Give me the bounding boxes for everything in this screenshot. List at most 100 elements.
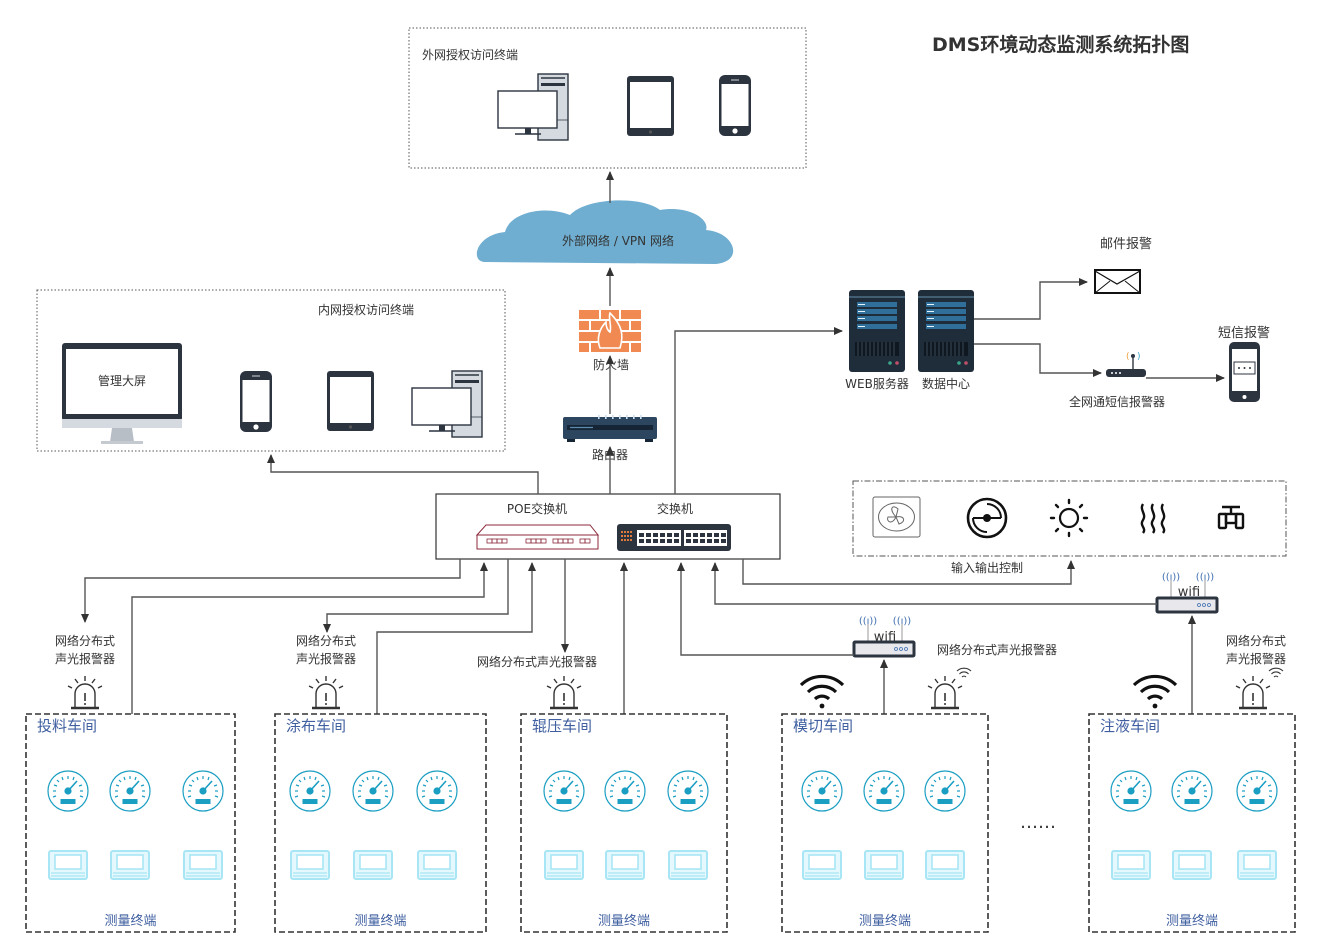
gauge-icon (924, 770, 966, 812)
measurement-terminal-icon (544, 850, 584, 880)
servers-group: WEB服务器 数据中心 (845, 289, 975, 391)
datacenter-label: 数据中心 (922, 376, 970, 391)
measurement-terminal-icon (925, 850, 965, 880)
io-control-label: 输入输出控制 (951, 560, 1023, 575)
alarm-light-icon (66, 674, 104, 710)
workshop-title: 模切车间 (793, 717, 853, 735)
alarm-light-icon (307, 674, 345, 710)
gauge-icon (801, 770, 843, 812)
alarm-label-line2: 声光报警器 (296, 651, 356, 666)
web-server-icon (848, 289, 906, 373)
cloud-icon (476, 200, 734, 264)
wire-switch-to-internal (267, 454, 539, 494)
workshop-footer: 测量终端 (354, 913, 406, 929)
cloud-label: 外部网络 / VPN 网络 (562, 233, 674, 248)
gauge-icon (1110, 770, 1152, 812)
alarm-label-line1: 网络分布式 (1226, 633, 1286, 648)
wire-server-to-email (974, 278, 1088, 320)
wifi-label: wifi (1178, 585, 1200, 600)
alarm-label-line1: 网络分布式 (55, 633, 115, 648)
alerts-group: 邮件报警 短信报警 ( ) 全网通短信报警器 (1069, 236, 1270, 409)
gauge-icon (289, 770, 331, 812)
router-icon (563, 415, 657, 442)
fan-icon (872, 496, 921, 538)
svg-text:(: ( (1126, 352, 1130, 362)
workshop-footer: 测量终端 (859, 913, 911, 929)
gauge-icon (1171, 770, 1213, 812)
sms-gateway-icon: ( ) (1106, 352, 1146, 377)
external-terminals-group: 外网授权访问终端 (408, 27, 807, 169)
workshop-footer: 测量终端 (104, 913, 156, 929)
alarm-3: 网络分布式声光报警器 (477, 654, 597, 710)
measurement-terminal-icon (290, 850, 330, 880)
smartphone-icon (239, 370, 273, 433)
workshop-box (781, 713, 989, 933)
desktop-pc-icon (497, 73, 569, 141)
connections (81, 171, 1225, 714)
workshop-title: 投料车间 (37, 717, 97, 735)
wifi-ap-1: wifi (1155, 570, 1219, 614)
wire-switch-to-server (674, 327, 843, 494)
diagram-title: DMS环境动态监测系统拓扑图 (932, 33, 1189, 56)
svg-text:): ) (1137, 352, 1141, 362)
sms-phone-icon (1229, 342, 1260, 402)
wire-server-to-sms-gateway (974, 343, 1102, 377)
measurement-terminal-icon (864, 850, 904, 880)
alarm-4: 网络分布式声光报警器 (799, 642, 1057, 711)
measurement-terminal-icon (605, 850, 645, 880)
gauge-icon (1236, 770, 1278, 812)
alarm-label-line2: 声光报警器 (1226, 651, 1286, 666)
tablet-icon (627, 76, 674, 136)
io-control-group: 输入输出控制 (852, 480, 1287, 575)
workshop-box (1088, 713, 1296, 933)
measurement-terminal-icon (183, 850, 223, 880)
wifi-label: wifi (874, 630, 896, 645)
wifi-small-icon (1268, 667, 1284, 678)
cloud-network: 外部网络 / VPN 网络 (476, 200, 734, 264)
gauge-icon (604, 770, 646, 812)
gauge-icon (863, 770, 905, 812)
alarm-label-line1: 网络分布式 (296, 633, 356, 648)
poe-switch-label: POE交换机 (507, 501, 567, 516)
wire-switch-to-alarm-1 (81, 559, 461, 623)
tablet-icon (327, 371, 374, 431)
firewall-icon (579, 310, 641, 352)
firewall-label: 防火墙 (593, 357, 629, 372)
pump-valve-icon (1217, 505, 1245, 530)
workshop-box (25, 713, 236, 933)
workshop-footer: 测量终端 (1166, 913, 1218, 929)
sms-gateway-label: 全网通短信报警器 (1069, 394, 1165, 409)
workshop-title: 涂布车间 (286, 717, 346, 735)
wifi-icon (1132, 674, 1178, 711)
alarm-light-icon (1234, 674, 1272, 710)
datacenter-server-icon (917, 289, 975, 373)
workshop-box (274, 713, 487, 933)
smartphone-icon (718, 74, 752, 137)
alarm-label: 网络分布式声光报警器 (937, 642, 1057, 657)
firewall: 防火墙 (579, 310, 641, 372)
internal-terminals-group: 内网授权访问终端 管理大屏 (36, 289, 506, 452)
sms-alert-label: 短信报警 (1218, 325, 1270, 341)
poe-switch-icon (475, 524, 600, 550)
switch-label: 交换机 (657, 501, 693, 516)
gauge-icon (416, 770, 458, 812)
big-screen-label: 管理大屏 (98, 373, 146, 388)
gauge-icon (352, 770, 394, 812)
heater-icon (1140, 503, 1166, 534)
internal-terminals-box (36, 289, 506, 452)
web-server-label: WEB服务器 (845, 376, 909, 391)
email-alert-label: 邮件报警 (1100, 236, 1152, 252)
workshop-box (520, 713, 728, 933)
measurement-terminal-icon (802, 850, 842, 880)
io-control-box (852, 480, 1287, 557)
envelope-icon (1094, 269, 1141, 294)
external-terminals-box (408, 27, 807, 169)
gauge-icon (47, 770, 89, 812)
network-switch-icon (617, 524, 731, 551)
measurement-terminal-icon (417, 850, 457, 880)
